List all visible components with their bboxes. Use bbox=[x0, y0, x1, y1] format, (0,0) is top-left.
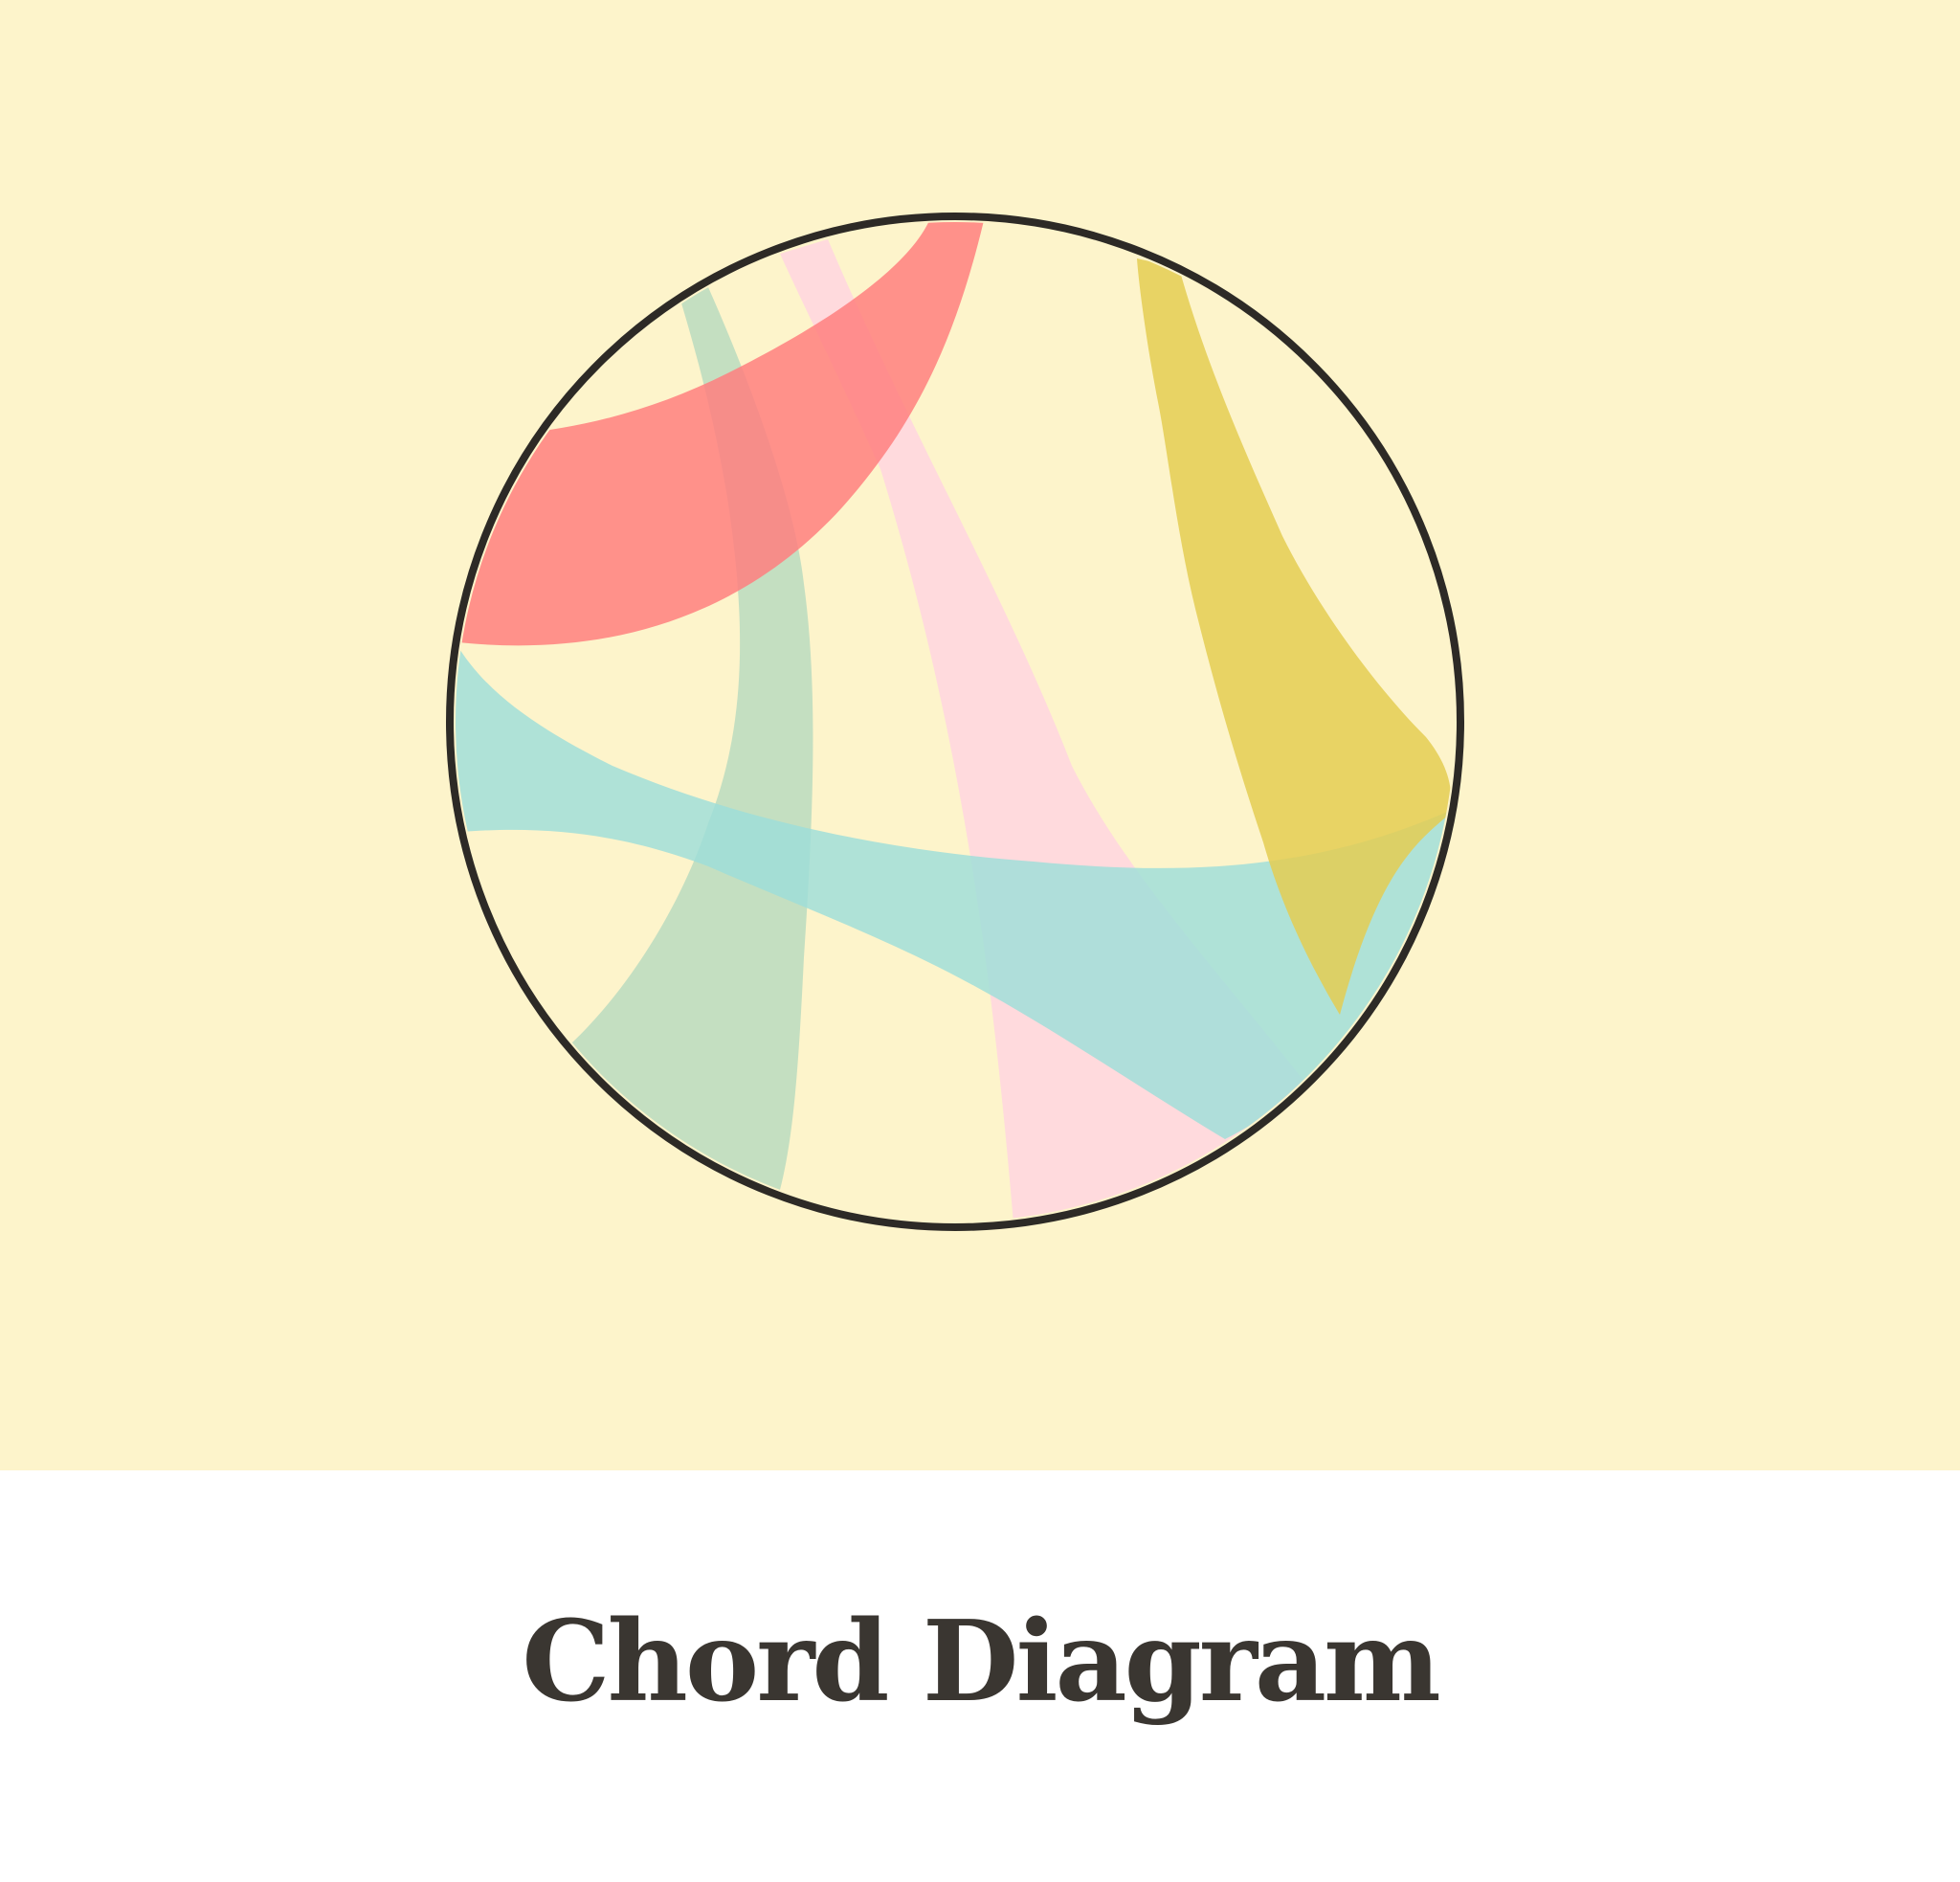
chord-outline-circle bbox=[446, 213, 1464, 1231]
ribbon-red bbox=[456, 222, 986, 646]
ribbons-group bbox=[456, 222, 1455, 1221]
ribbon-pink bbox=[780, 239, 1416, 1221]
caption-area: Chord Diagram bbox=[0, 1470, 1960, 1882]
chord-diagram-svg bbox=[0, 0, 1960, 1470]
ribbon-yellow bbox=[1137, 258, 1452, 1015]
chart-title: Chord Diagram bbox=[522, 1597, 1441, 1727]
ribbon-teal bbox=[456, 632, 1455, 1139]
chord-diagram-illustration bbox=[0, 0, 1960, 1470]
